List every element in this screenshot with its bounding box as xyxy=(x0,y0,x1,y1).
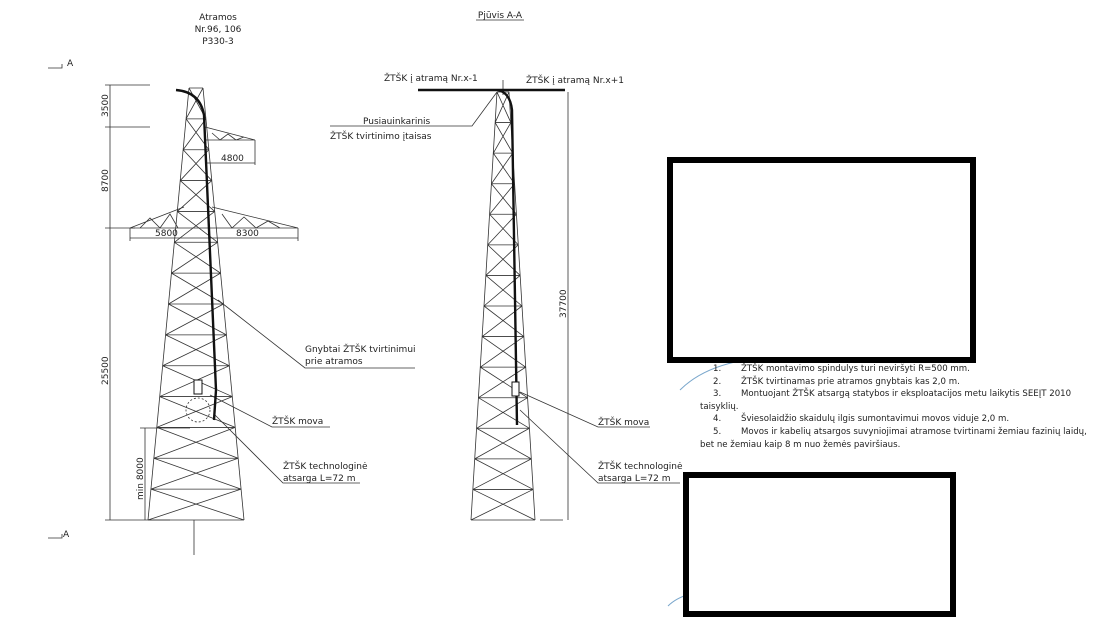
note-text: ŽTŠK tvirtinamas prie atramos gnybtais k… xyxy=(741,376,960,387)
right-sleeve xyxy=(511,381,520,397)
tower-lattice xyxy=(147,87,245,521)
dim-min-8000: min 8000 xyxy=(136,457,146,500)
fiber-cables xyxy=(175,88,565,426)
right-reserve-label-1: ŽTŠK technologinė xyxy=(598,460,683,472)
note-item: 2. ŽTŠK tvirtinamas prie atramos gnybtais… xyxy=(713,376,1098,389)
device-label-2: ŽTŠK tvirtinimo įtaisas xyxy=(330,130,432,142)
note-item: 5.Movos ir kabelių atsargos suvyniojimai… xyxy=(700,426,1098,451)
lower-crossarm xyxy=(129,206,299,229)
device-label-1: Pusiauinkarinis xyxy=(363,117,431,127)
right-sleeve-label: ŽTŠK mova xyxy=(598,416,649,428)
reserve-label-1: ŽTŠK technologinė xyxy=(283,460,368,472)
reserve-leader xyxy=(214,414,360,484)
left-title-3: P330-3 xyxy=(202,37,234,47)
left-dimensions xyxy=(105,84,299,521)
clamps-label-1: Gnybtai ŽTŠK tvirtinimui xyxy=(305,343,416,355)
dim-4800: 4800 xyxy=(221,154,244,164)
note-text: Movos ir kabelių atsargos suvyniojimai a… xyxy=(700,426,1087,450)
cable-left-label: ŽTŠK į atramą Nr.x-1 xyxy=(384,72,478,84)
left-title-1: Atramos xyxy=(199,13,237,23)
note-item: 3.Montuojant ŽTŠK atsargą statybos ir ek… xyxy=(700,388,1098,413)
sleeve-leader xyxy=(209,394,330,428)
dim-3500: 3500 xyxy=(101,94,111,117)
notes-list: 1. ŽTŠK montavimo spindulys turi neviršyt… xyxy=(700,363,1098,451)
clamps-label-2: prie atramos xyxy=(305,357,363,367)
left-title-2: Nr.96, 106 xyxy=(195,25,242,35)
right-sleeve-leader xyxy=(519,391,650,428)
dim-25500: 25500 xyxy=(101,356,111,385)
device-leader xyxy=(330,91,498,127)
left-tower xyxy=(147,87,245,521)
note-number: 5. xyxy=(713,426,722,437)
dim-8700: 8700 xyxy=(101,169,111,192)
note-number: 3. xyxy=(713,389,722,400)
left-sleeve xyxy=(193,379,203,395)
reserve-label-2: atsarga L=72 m xyxy=(283,474,356,484)
redaction-box-top xyxy=(667,157,976,363)
note-number: 4. xyxy=(713,414,722,425)
right-reserve-label-2: atsarga L=72 m xyxy=(598,474,671,484)
upper-crossarm xyxy=(204,126,256,141)
right-tower xyxy=(470,91,536,521)
cable-right-label: ŽTŠK į atramą Nr.x+1 xyxy=(526,74,624,86)
note-number: 1. xyxy=(713,364,722,374)
right-reserve-leader xyxy=(519,409,680,484)
reserve-coil xyxy=(185,397,211,423)
note-item: 4. Šviesolaidžio skaidulų ilgis sumontavi… xyxy=(713,413,1098,426)
section-marks xyxy=(48,64,63,539)
section-title: Pjūvis A-A xyxy=(478,11,523,21)
height-dimension xyxy=(540,92,569,521)
redaction-box-bottom xyxy=(683,472,956,617)
sleeve-label: ŽTŠK mova xyxy=(272,415,323,427)
tower-lattice xyxy=(470,91,536,521)
dim-37700: 37700 xyxy=(559,289,569,318)
note-number: 2. xyxy=(713,376,722,387)
section-label-top: A xyxy=(67,59,74,69)
clamps-leader xyxy=(217,299,415,369)
note-text: Montuojant ŽTŠK atsargą statybos ir eksp… xyxy=(700,389,1072,412)
note-item: 1. ŽTŠK montavimo spindulys turi neviršyt… xyxy=(713,363,1098,376)
dim-5800: 5800 xyxy=(155,229,178,239)
blue-annotation-stroke xyxy=(679,361,736,391)
section-label-bottom: A xyxy=(63,530,70,540)
note-text: Šviesolaidžio skaidulų ilgis sumontavimu… xyxy=(741,414,1010,425)
note-text: ŽTŠK montavimo spindulys turi neviršyti … xyxy=(741,364,970,374)
dim-8300: 8300 xyxy=(236,229,259,239)
